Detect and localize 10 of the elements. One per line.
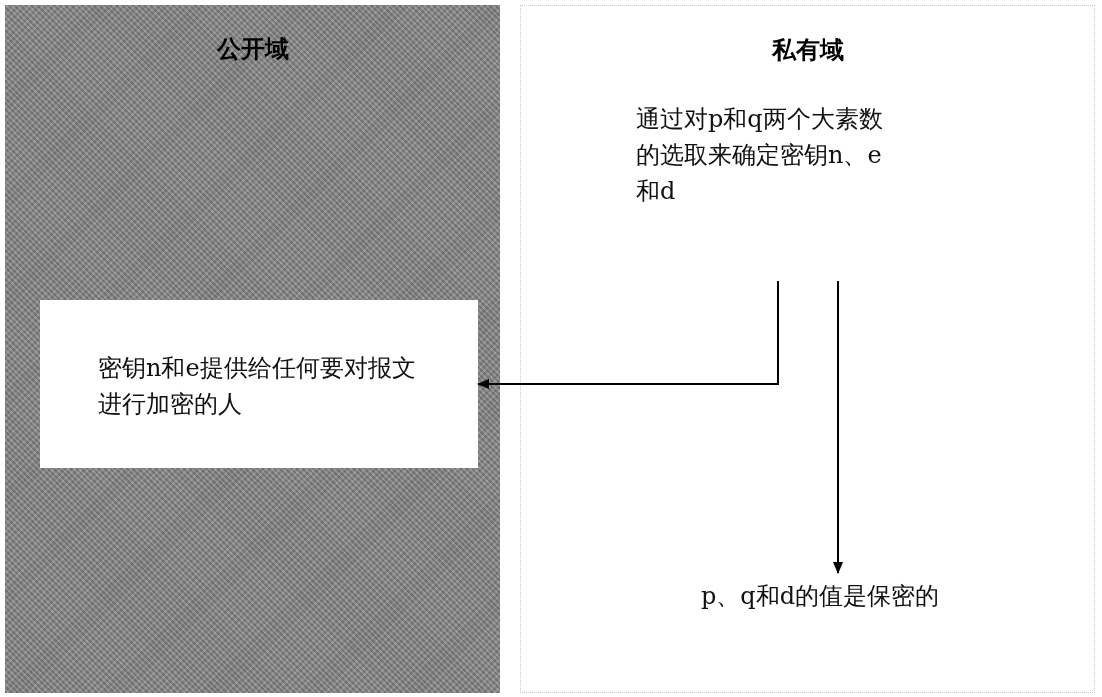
arrow xyxy=(477,280,779,389)
description-text: p、q和d的值是保密的 xyxy=(701,581,941,612)
arrow xyxy=(833,280,843,574)
process-box xyxy=(40,300,478,468)
description-text: 密钥n和e提供给任何要对报文进行加密的人 xyxy=(98,353,417,420)
region-heading: 私有域 xyxy=(770,34,845,66)
region-heading: 公开域 xyxy=(215,33,290,65)
region-panel xyxy=(5,5,500,693)
description-text: 通过对p和q两个大素数的选取来确定密钥n、e和d xyxy=(636,104,884,207)
region-panel xyxy=(520,5,1095,693)
